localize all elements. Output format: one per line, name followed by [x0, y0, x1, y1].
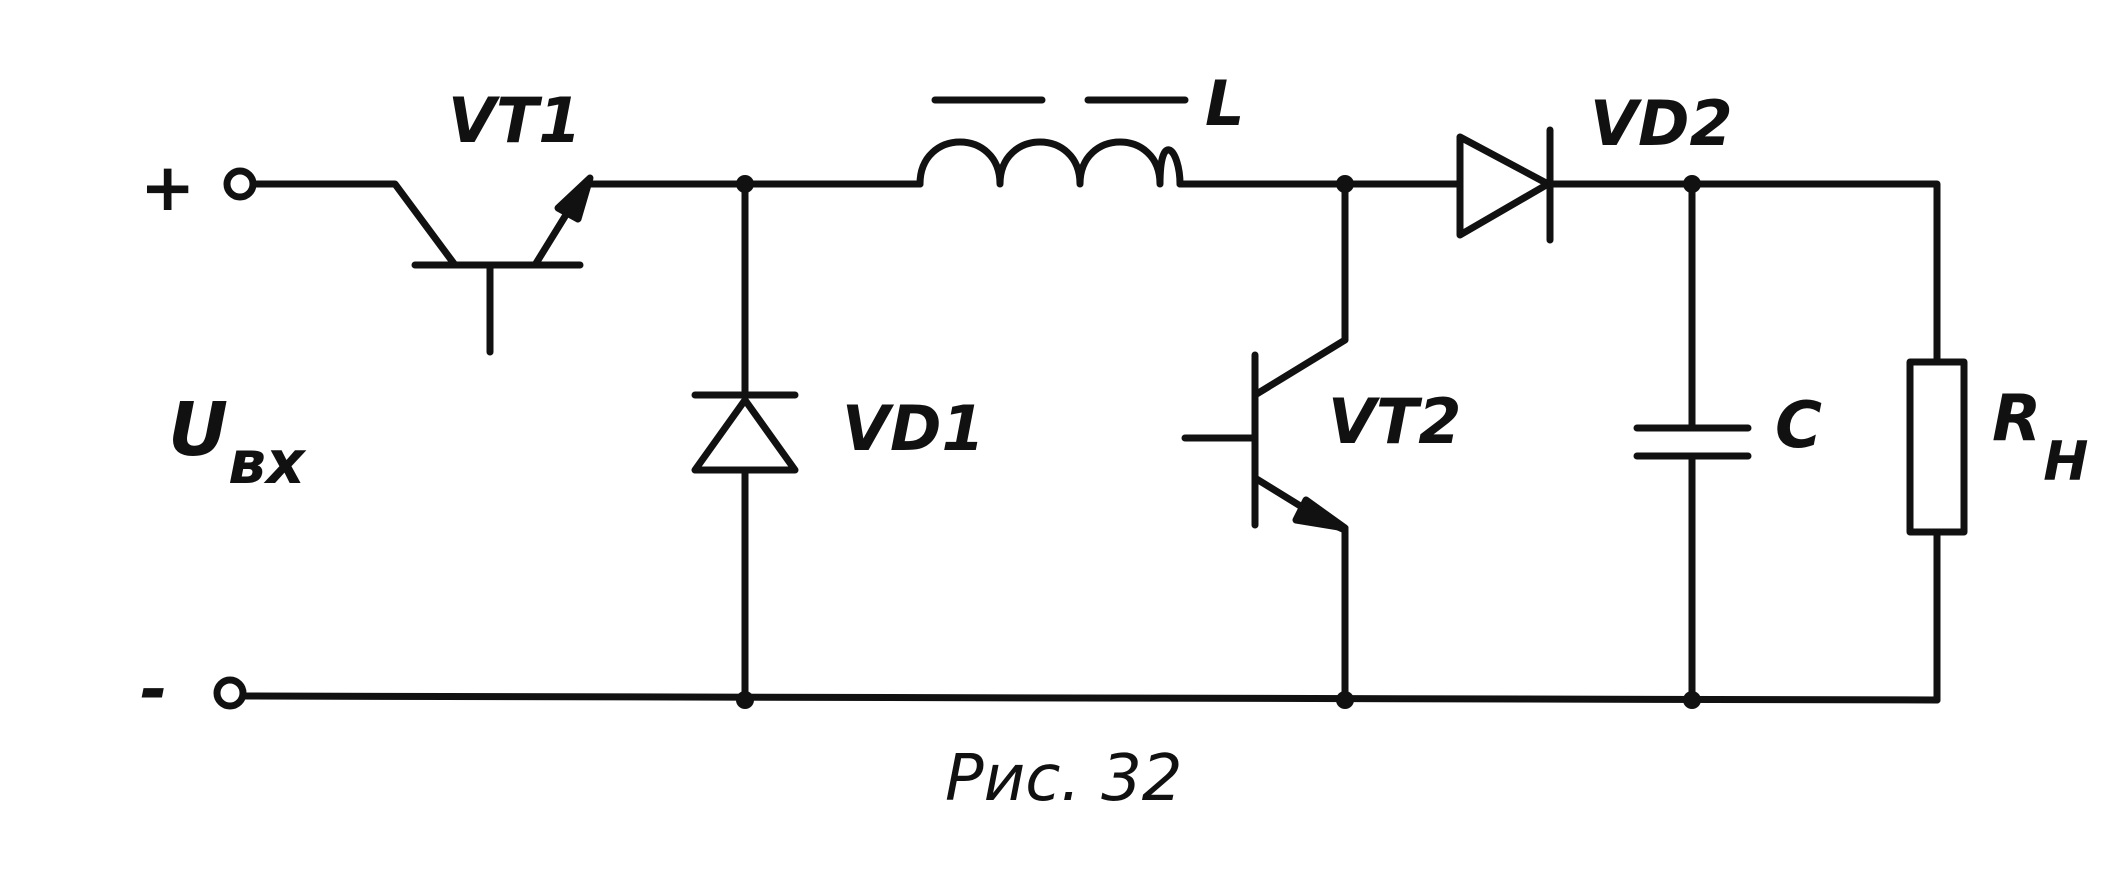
capacitor-label: C	[1775, 389, 1822, 463]
junction-dot	[1336, 691, 1354, 709]
diode-vd2	[1456, 126, 1554, 244]
vt1-label: VT1	[448, 84, 581, 157]
vt2-label: VT2	[1328, 385, 1461, 458]
junction-dot	[1683, 175, 1701, 193]
wire-vt2-collector	[1251, 180, 1349, 399]
junction-dot	[1336, 175, 1354, 193]
wire-plus-to-vt1	[249, 180, 459, 269]
vt1-emitter-arrow	[554, 174, 594, 223]
inductor-l	[916, 138, 1184, 188]
minus-sign-label: -	[140, 651, 167, 728]
wire-vd2-to-load	[1546, 180, 1941, 366]
load-resistor-subscript: H	[2043, 430, 2088, 493]
minus-terminal	[213, 676, 247, 710]
resistor-rh	[1906, 358, 1968, 536]
wire-bottom-rail	[239, 692, 1941, 704]
load-resistor-main: R	[1992, 382, 2041, 456]
input-voltage-subscript: вх	[228, 428, 307, 498]
vd1-label: VD1	[842, 392, 985, 465]
inductor-label: L	[1205, 67, 1245, 140]
load-resistor-label: RH	[1992, 382, 2088, 493]
junction-dot	[736, 691, 754, 709]
junction-dot	[1683, 691, 1701, 709]
input-voltage-label: Uвх	[168, 387, 307, 498]
transistor-vt2	[1181, 351, 1319, 529]
plus-terminal	[223, 167, 257, 201]
input-voltage-main: U	[168, 387, 228, 473]
wire-vt2-emitter	[1314, 514, 1349, 704]
junction-dot	[736, 175, 754, 193]
diode-vd1	[691, 391, 799, 474]
figure-caption: Рис. 32	[945, 742, 1183, 816]
plus-sign-label: +	[140, 149, 195, 226]
vd2-label: VD2	[1590, 87, 1733, 160]
capacitor-c	[1633, 424, 1752, 460]
